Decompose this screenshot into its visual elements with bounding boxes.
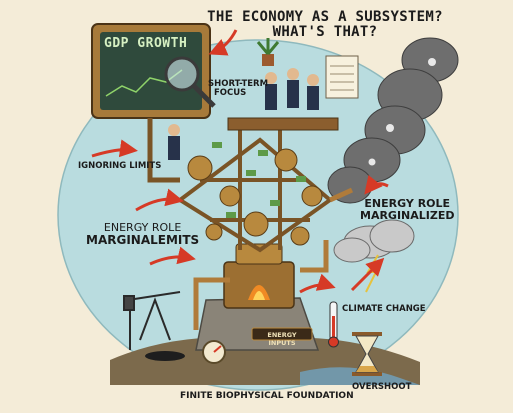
skull-icon: [368, 58, 436, 166]
hourglass-icon: [352, 332, 382, 376]
oil-spill: [145, 351, 185, 361]
river: [300, 367, 420, 385]
furnace: [223, 243, 295, 309]
label-ignoring-limits: IGNORING LIMITS: [78, 161, 162, 171]
label-finite-biophysical-foundation: FINITE BIOPHYSICAL FOUNDATION: [180, 391, 354, 401]
potted-plant-icon: [256, 38, 280, 66]
label-overshoot: OVERSHOOT: [352, 382, 412, 392]
label-short-term-line2: FOCUS: [214, 87, 247, 98]
page-title: THE ECONOMY AS A SUBSYSTEM? WHAT'S THAT?: [205, 10, 445, 39]
title-line-2: WHAT'S THAT?: [272, 23, 378, 40]
pipes: [193, 187, 354, 330]
gdp-growth-screen-text: GDP GROWTH: [104, 36, 188, 51]
top-platform: [227, 117, 339, 131]
thermometer-icon: [328, 301, 339, 348]
energy-inputs-plaque: [251, 327, 313, 341]
label-energy-inputs: ENERGY INPUTS: [267, 331, 297, 347]
label-energy-right-line2: MARGINALIZED: [360, 208, 455, 222]
storm-cloud: [333, 219, 415, 263]
label-climate-change: CLIMATE CHANGE: [342, 304, 426, 314]
gears: [187, 148, 323, 246]
label-energy-left-line1: ENERGY ROLE: [103, 221, 182, 234]
pressure-gauge-icon: [202, 340, 226, 364]
label-energy-role-marginalemits: ENERGY ROLE MARGINALEMITS: [86, 222, 199, 246]
label-short-term-focus: SHORT-TERM FOCUS: [208, 80, 268, 98]
label-energy-role-marginalized: ENERGY ROLE MARGINALIZED: [360, 198, 455, 221]
oil-pump-icon: [123, 291, 181, 350]
money-bills: [212, 142, 306, 218]
red-arrows: [91, 29, 389, 294]
businessmen: [265, 68, 319, 110]
title-line-1: THE ECONOMY AS A SUBSYSTEM?: [207, 9, 443, 25]
chart-scroll: [325, 55, 359, 99]
side-figure: [168, 124, 180, 160]
label-energy-right-line1: ENERGY ROLE: [364, 197, 451, 210]
label-energy-left-line2: MARGINALEMITS: [86, 232, 200, 247]
label-short-term-line1: SHORT-TERM: [208, 79, 269, 89]
magnifier-icon: [164, 56, 216, 108]
climate-arrow: [350, 257, 385, 292]
smoke-plume: [327, 37, 459, 204]
